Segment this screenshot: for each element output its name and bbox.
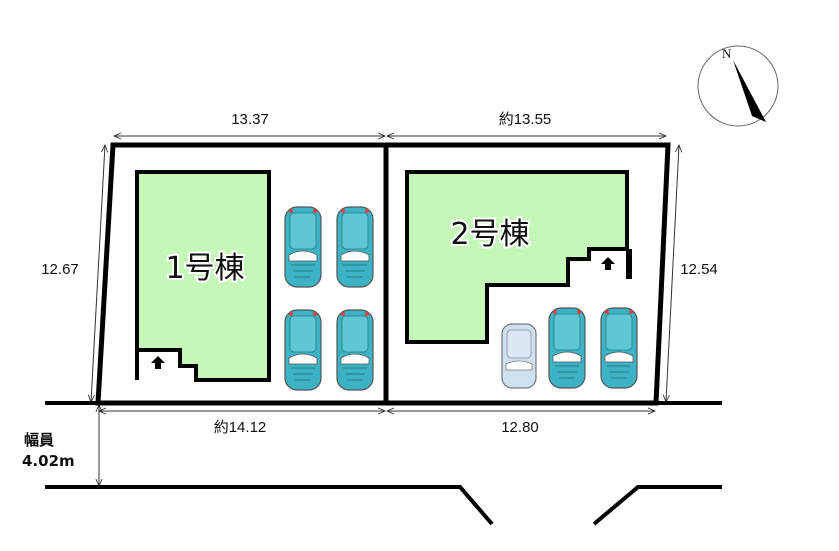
- car-icon: [284, 206, 322, 288]
- dimension-lines: [91, 136, 679, 486]
- road-width-label: 幅員: [24, 431, 54, 449]
- compass-label: N: [722, 46, 732, 61]
- parking-lot-2: [501, 307, 638, 389]
- building-2: 2号棟: [405, 170, 632, 344]
- car-icon: [284, 309, 322, 391]
- entrance-arrow-icon: [601, 257, 615, 270]
- dim-top-lot2: 約13.55: [499, 111, 552, 128]
- compass-circle: [697, 45, 779, 127]
- road: [45, 401, 722, 526]
- building-1-label: 1号棟: [165, 251, 244, 286]
- parking-lot-1: [284, 206, 374, 391]
- building-2-label: 2号棟: [450, 217, 529, 252]
- car-icon: [336, 206, 374, 288]
- compass: N: [697, 45, 779, 127]
- north-arrow-icon: [733, 60, 766, 122]
- dim-top-lot1: 13.37: [231, 111, 269, 128]
- car-icon: [336, 309, 374, 391]
- lot-outline: [95, 142, 671, 406]
- road-width-value: 4.02m: [22, 452, 75, 470]
- car-icon: [600, 307, 638, 389]
- car-icon: [501, 323, 537, 389]
- building-1: 1号棟: [135, 170, 271, 382]
- dim-bottom-lot1: 約14.12: [214, 419, 267, 436]
- dim-right-depth: 12.54: [680, 261, 718, 278]
- entrance-arrow-icon: [151, 356, 165, 369]
- dim-bottom-lot2: 12.80: [501, 419, 539, 436]
- car-icon: [548, 307, 586, 389]
- dim-left-depth: 12.67: [41, 261, 79, 278]
